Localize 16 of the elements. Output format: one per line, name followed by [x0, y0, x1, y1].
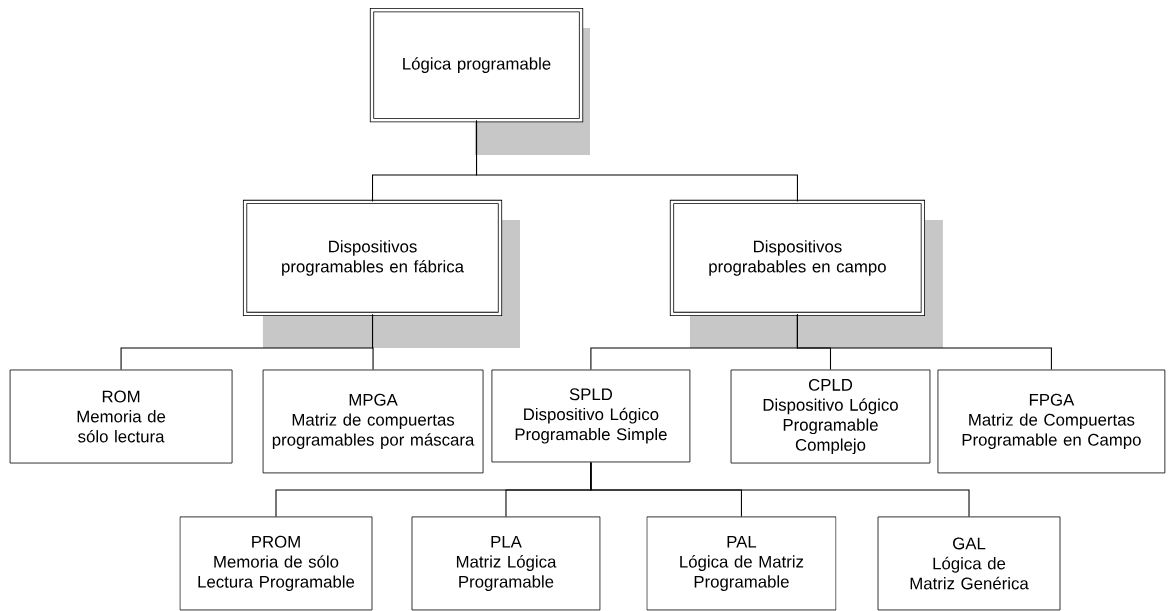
- device-box: CPLD Dispositivo Lógico Programable Complejo: [730, 369, 931, 464]
- device-box: MPGA Matriz de compuertas programables por máscara: [262, 369, 484, 474]
- category-box: Dispositivos programables en fábrica: [242, 199, 503, 317]
- device-box: FPGA Matriz de Compuertas Programable en Campo: [937, 369, 1166, 474]
- device-box: ROM Memoria de sólo lectura: [9, 369, 233, 464]
- connector-line: [372, 313, 374, 371]
- device-box: SPLD Dispositivo Lógico Programable Simple: [491, 369, 691, 463]
- category-box: Dispositivos prograbables en campo: [669, 199, 926, 317]
- connector-line: [796, 313, 1052, 371]
- connector-line: [476, 119, 798, 203]
- device-box: PROM Memoria de sólo Lectura Programable: [179, 516, 373, 611]
- device-box: GAL Lógica de Matriz Genérica: [877, 516, 1061, 611]
- device-box: PLA Matriz Lógica Programable: [411, 516, 601, 611]
- category-box: Lógica programable: [369, 7, 584, 123]
- device-box: PAL Lógica de Matriz Programable: [646, 516, 837, 611]
- connector-line: [590, 461, 970, 518]
